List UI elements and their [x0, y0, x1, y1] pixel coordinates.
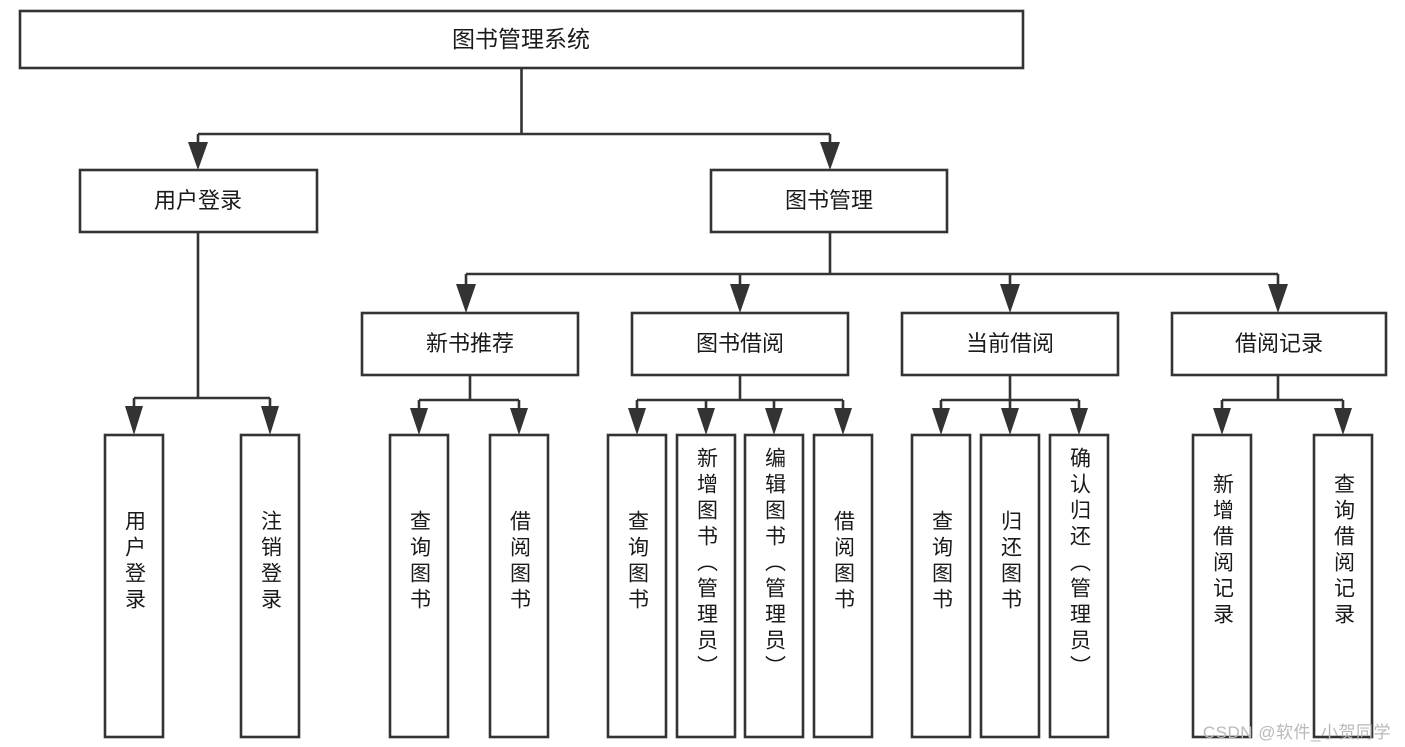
- node-borrow-record-rect: [1170, 311, 1388, 377]
- node-borrow-record-label: 借阅记录: [1235, 331, 1323, 356]
- arrow-head-bookborrow-4: [834, 408, 852, 435]
- arrow-head-root-1: [188, 142, 208, 170]
- node-book-management-rect: [709, 168, 949, 234]
- node-root-label: 图书管理系统: [452, 26, 590, 52]
- leaf-new-book-1-rect: [388, 433, 450, 739]
- leaf-user-login-2[interactable]: [239, 433, 301, 739]
- node-root-rect: [18, 9, 1025, 70]
- leaf-borrow-record-1[interactable]: [1191, 433, 1253, 739]
- node-user-login-label: 用户登录: [154, 188, 242, 213]
- connector-group-user-login: [125, 232, 279, 435]
- node-current-borrow-label: 当前借阅: [966, 331, 1054, 356]
- connector-group-new-book: [410, 375, 528, 435]
- leaf-current-borrow-2-rect: [979, 433, 1041, 739]
- leaf-borrow-record-2[interactable]: [1312, 433, 1374, 739]
- leaf-current-borrow-1[interactable]: [910, 433, 972, 739]
- arrow-head-userlogin-1: [125, 406, 143, 435]
- leaf-book-borrow-4-rect: [812, 433, 874, 739]
- connector-group-book-mgmt: [456, 232, 1288, 313]
- arrow-head-newbook-1: [410, 408, 428, 435]
- node-current-borrow-rect: [900, 311, 1120, 377]
- arrow-head-bookmgmt-2: [730, 284, 750, 313]
- leaf-current-borrow-3[interactable]: [1048, 433, 1110, 739]
- arrow-head-currentborrow-1: [932, 408, 950, 435]
- leaf-book-borrow-2-rect: [675, 433, 737, 739]
- leaf-user-login-2-rect: [239, 433, 301, 739]
- node-root-book-management-system[interactable]: 图书管理系统: [18, 9, 1025, 70]
- arrow-head-borrowrecord-2: [1334, 408, 1352, 435]
- arrow-head-userlogin-2: [261, 406, 279, 435]
- leaf-current-borrow-2[interactable]: [979, 433, 1041, 739]
- leaf-book-borrow-3-rect: [743, 433, 805, 739]
- node-borrow-record[interactable]: 借阅记录: [1170, 311, 1388, 377]
- node-user-login-rect: [78, 168, 319, 234]
- arrow-head-borrowrecord-1: [1213, 408, 1231, 435]
- leaf-new-book-2[interactable]: [488, 433, 550, 739]
- node-book-management[interactable]: 图书管理: [709, 168, 949, 234]
- arrow-head-currentborrow-2: [1001, 408, 1019, 435]
- connector-group-root: [188, 68, 840, 170]
- arrow-head-currentborrow-3: [1070, 408, 1088, 435]
- leaf-book-borrow-1[interactable]: [606, 433, 668, 739]
- leaf-new-book-2-rect: [488, 433, 550, 739]
- arrow-head-bookborrow-1: [628, 408, 646, 435]
- leaf-borrow-record-2-rect: [1312, 433, 1374, 739]
- node-user-login[interactable]: 用户登录: [78, 168, 319, 234]
- arrow-head-newbook-2: [510, 408, 528, 435]
- connector-group-borrow-record: [1213, 375, 1352, 435]
- leaf-current-borrow-3-rect: [1048, 433, 1110, 739]
- arrow-head-bookborrow-2: [697, 408, 715, 435]
- connector-group-current-borrow: [932, 375, 1088, 435]
- node-new-book-recommend-rect: [360, 311, 580, 377]
- node-book-management-label: 图书管理: [785, 188, 873, 213]
- arrow-head-bookmgmt-1: [456, 284, 476, 313]
- node-current-borrow[interactable]: 当前借阅: [900, 311, 1120, 377]
- node-book-borrow[interactable]: 图书借阅: [630, 311, 850, 377]
- leaf-book-borrow-1-rect: [606, 433, 668, 739]
- arrow-head-bookborrow-3: [765, 408, 783, 435]
- leaf-user-login-1-rect: [103, 433, 165, 739]
- node-new-book-recommend[interactable]: 新书推荐: [360, 311, 580, 377]
- node-book-borrow-label: 图书借阅: [696, 331, 784, 356]
- arrow-head-bookmgmt-4: [1268, 284, 1288, 313]
- arrow-head-bookmgmt-3: [1000, 284, 1020, 313]
- leaf-book-borrow-2[interactable]: [675, 433, 737, 739]
- leaf-new-book-1[interactable]: [388, 433, 450, 739]
- leaf-user-login-1[interactable]: [103, 433, 165, 739]
- node-book-borrow-rect: [630, 311, 850, 377]
- leaf-book-borrow-4[interactable]: [812, 433, 874, 739]
- arrow-head-root-2: [820, 142, 840, 170]
- connector-group-book-borrow: [628, 375, 852, 435]
- leaf-current-borrow-1-rect: [910, 433, 972, 739]
- leaf-borrow-record-1-rect: [1191, 433, 1253, 739]
- leaf-book-borrow-3[interactable]: [743, 433, 805, 739]
- node-new-book-recommend-label: 新书推荐: [426, 331, 514, 356]
